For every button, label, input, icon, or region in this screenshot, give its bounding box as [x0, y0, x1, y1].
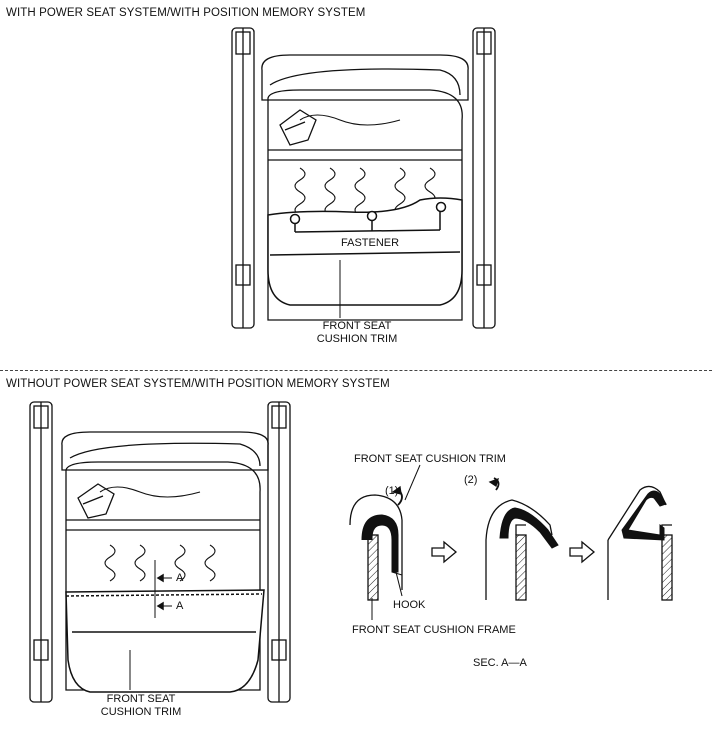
detail-step-2 — [485, 477, 559, 601]
top-seat-back-frame — [261, 54, 469, 101]
section-divider — [0, 370, 712, 371]
top-seat-springs — [294, 114, 436, 217]
top-left-side-rail — [231, 27, 255, 329]
bottom-trim-label-line2: CUSHION TRIM — [100, 706, 182, 718]
section-a-lower-label: A — [176, 600, 184, 612]
bottom-seat-illustration — [29, 401, 291, 703]
detail-arrow-2 — [569, 540, 596, 564]
detail-trim-label: FRONT SEAT CUSHION TRIM — [354, 453, 506, 465]
bottom-seat-back-frame — [61, 431, 269, 471]
bottom-seat-springs — [99, 486, 216, 582]
section-detail — [349, 464, 673, 620]
heading-power-seat: WITH POWER SEAT SYSTEM/WITH POSITION MEM… — [6, 7, 366, 19]
hook-label: HOOK — [393, 599, 426, 611]
top-cushion-pan — [267, 89, 463, 321]
section-a-upper-label: A — [176, 572, 184, 584]
detail-step-3 — [607, 485, 673, 601]
bottom-trim-label-line1: FRONT SEAT — [106, 693, 176, 705]
top-trim-label-line2: CUSHION TRIM — [316, 333, 398, 345]
heading-no-power-seat: WITHOUT POWER SEAT SYSTEM/WITH POSITION … — [6, 378, 390, 390]
bottom-right-side-rail — [267, 401, 291, 703]
step-2-label: (2) — [464, 474, 478, 486]
section-aa-label: SEC. A—A — [473, 657, 527, 669]
fastener-label: FASTENER — [341, 237, 400, 249]
bottom-cushion-pan — [65, 461, 261, 691]
step-1-label: (1) — [385, 485, 399, 497]
detail-step-1 — [349, 464, 421, 620]
detail-frame-label: FRONT SEAT CUSHION FRAME — [352, 624, 516, 636]
bottom-left-side-rail — [29, 401, 53, 703]
top-trim-label-line1: FRONT SEAT — [322, 320, 392, 332]
top-cushion-trim — [267, 197, 463, 318]
bottom-knob — [77, 483, 115, 519]
top-right-side-rail — [472, 27, 496, 329]
top-knob — [279, 109, 317, 146]
detail-arrow-1 — [431, 540, 458, 564]
bottom-cushion-trim — [65, 560, 265, 693]
top-seat-illustration — [231, 27, 496, 329]
